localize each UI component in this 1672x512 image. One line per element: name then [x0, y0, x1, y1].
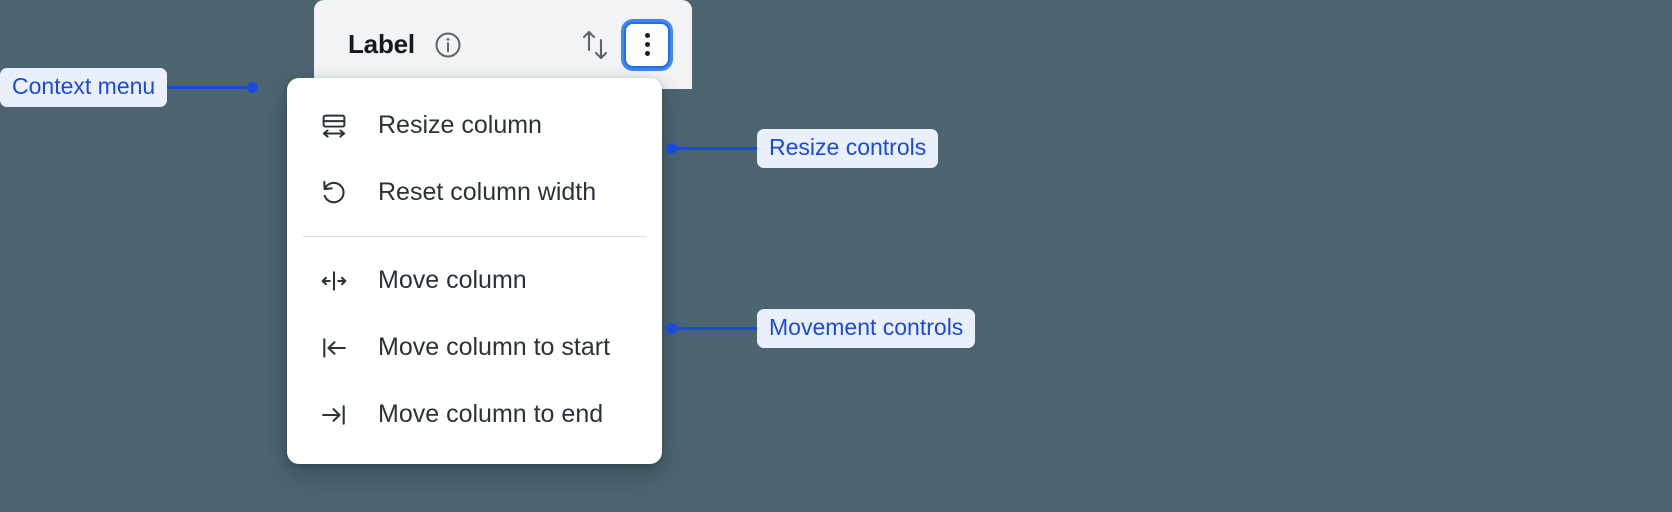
info-circle-icon[interactable]	[433, 30, 463, 60]
kebab-dot	[644, 33, 650, 38]
annotation-anchor-dot	[666, 143, 677, 155]
context-menu: Resize column Reset column width Move co…	[287, 78, 662, 464]
reset-width-icon	[319, 178, 349, 208]
annotation-anchor-dot	[247, 82, 259, 94]
annotation-label: Movement controls	[757, 309, 976, 349]
menu-item-move-column-to-end[interactable]: Move column to end	[287, 381, 662, 448]
kebab-menu-icon[interactable]	[624, 21, 670, 68]
menu-item-label: Reset column width	[378, 178, 597, 206]
kebab-dot	[644, 51, 650, 56]
annotation-anchor-dot	[666, 323, 677, 335]
annotation-leader-line	[677, 147, 757, 151]
annotation-label: Context menu	[0, 68, 168, 108]
annotation-resize-controls: Resize controls	[666, 129, 939, 169]
kebab-dot	[644, 42, 650, 47]
menu-item-label: Resize column	[378, 111, 542, 139]
sort-up-down-icon[interactable]	[578, 25, 612, 65]
page-title: Label	[348, 29, 415, 59]
menu-item-label: Move column	[378, 266, 527, 294]
move-to-start-icon	[319, 333, 349, 363]
annotation-leader-line	[167, 86, 248, 90]
annotation-context-menu: Context menu	[0, 68, 259, 108]
move-to-end-icon	[319, 400, 349, 430]
annotation-label: Resize controls	[757, 129, 939, 169]
menu-item-label: Move column to start	[378, 333, 611, 361]
annotation-leader-line	[677, 327, 757, 331]
menu-item-reset-column-width[interactable]: Reset column width	[287, 159, 662, 226]
menu-item-label: Move column to end	[378, 400, 604, 428]
annotation-movement-controls: Movement controls	[666, 309, 976, 349]
menu-item-move-column-to-start[interactable]: Move column to start	[287, 314, 662, 381]
column-header-panel: Label	[314, 0, 692, 89]
move-column-icon	[319, 266, 349, 296]
resize-column-icon	[319, 111, 349, 141]
menu-item-move-column[interactable]: Move column	[287, 247, 662, 314]
menu-item-resize-column[interactable]: Resize column	[287, 92, 662, 159]
menu-separator	[303, 236, 646, 237]
